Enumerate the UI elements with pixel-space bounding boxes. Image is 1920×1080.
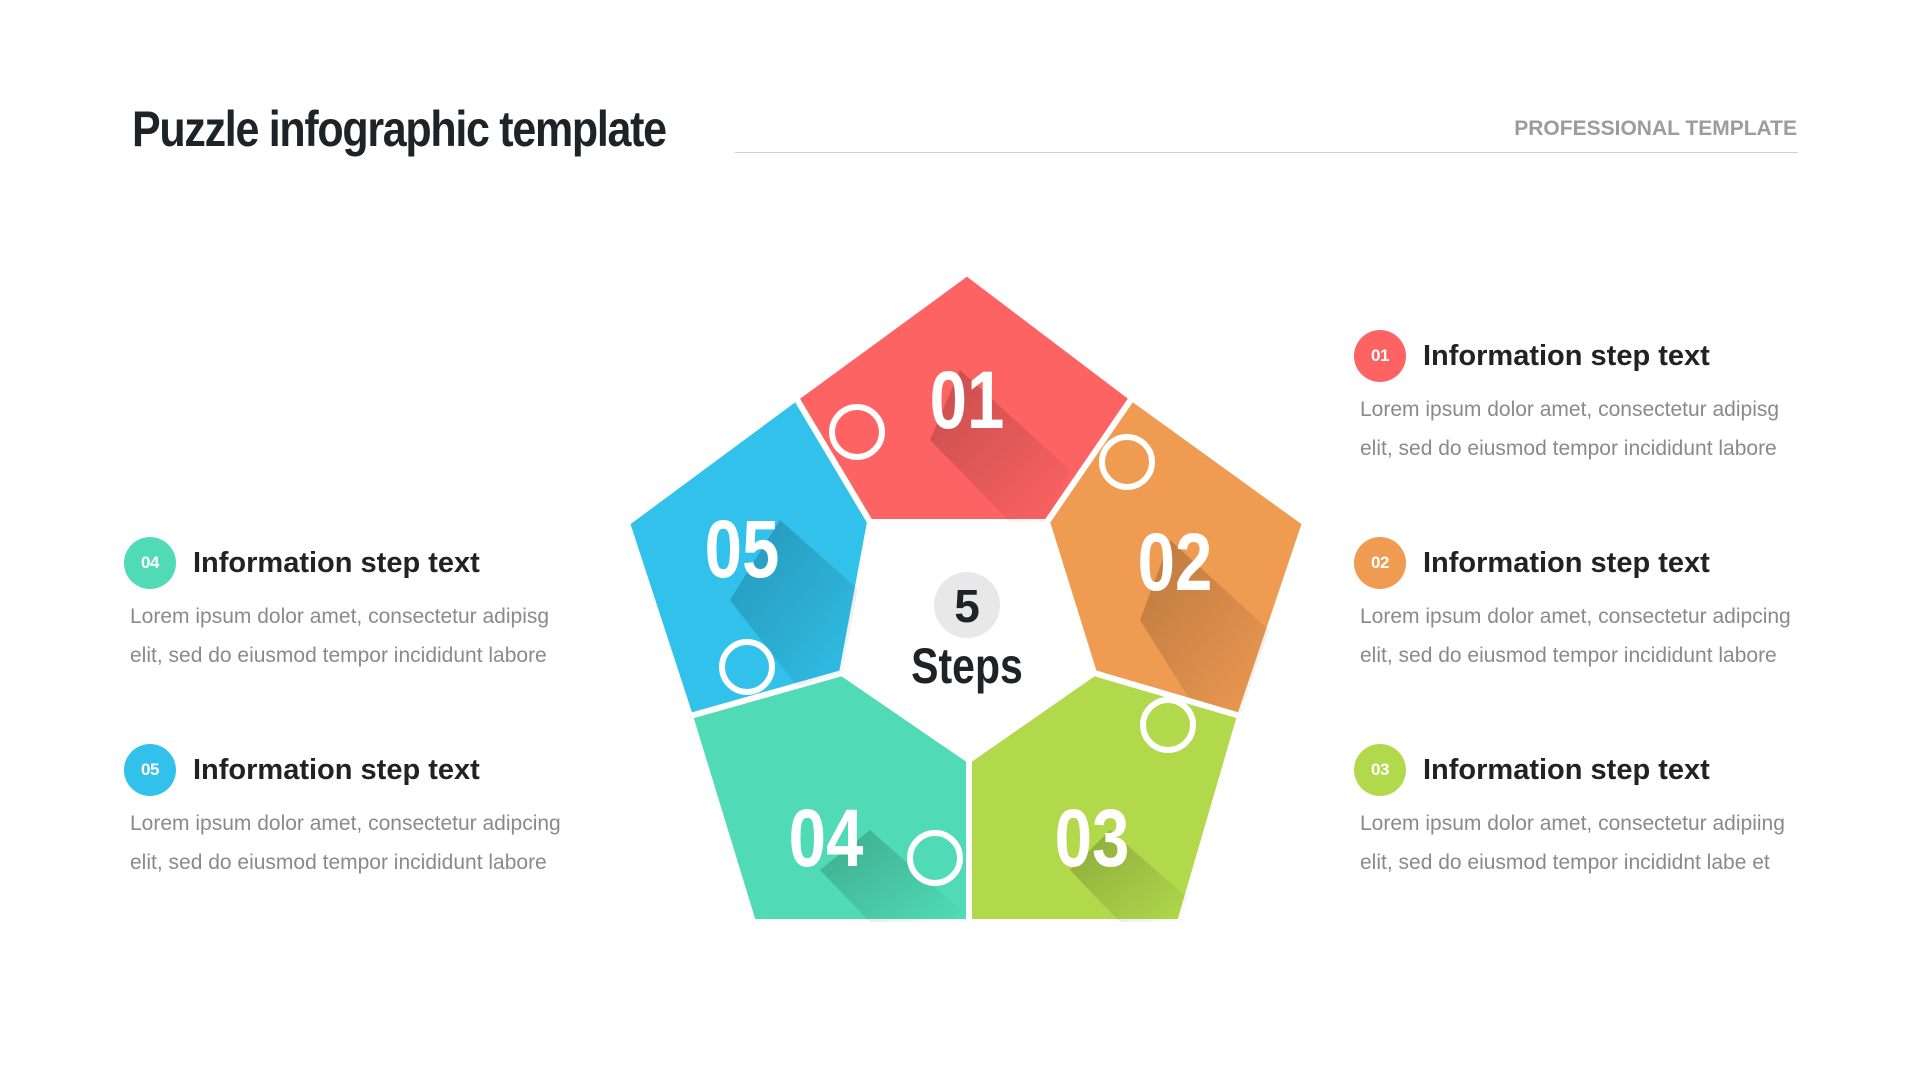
step-04-title: Information step text [193,546,480,579]
puzzle-piece-05: 05 [624,395,873,719]
step-01-description: Lorem ipsum dolor amet, consectetur adip… [1360,390,1855,468]
puzzle-knob-02-01 [1099,434,1155,490]
step-04-badge: 04 [124,537,176,589]
puzzle-piece-05-shadow [730,520,870,690]
step-01-line-1: Lorem ipsum dolor amet, consectetur adip… [1360,398,1780,421]
step-05-info: 05 Information step text Lorem ipsum dol… [124,744,624,882]
center-number-circle [934,572,1000,638]
step-05-line-2: elit, sed do eiusmod tempor incididunt l… [130,851,547,874]
puzzle-knob-04-03 [907,830,963,886]
step-03-description: Lorem ipsum dolor amet, consectetur adip… [1360,804,1855,882]
puzzle-piece-01-shadow [930,370,1070,522]
step-05-badge: 05 [124,744,176,796]
step-04-line-2: elit, sed do eiusmod tempor incididunt l… [130,644,547,667]
step-02-title: Information step text [1423,546,1710,579]
step-04-description: Lorem ipsum dolor amet, consectetur adip… [130,597,625,675]
puzzle-piece-01-number: 01 [930,354,1005,446]
step-03-line-2: elit, sed do eiusmod tempor incididnt la… [1360,851,1770,874]
step-01-info: 01 Information step text Lorem ipsum dol… [1354,330,1854,468]
step-02-line-2: elit, sed do eiusmod tempor incididunt l… [1360,644,1777,667]
center-number: 5 [954,580,980,632]
step-05-line-1: Lorem ipsum dolor amet, consectetur adip… [130,812,561,835]
page-title: Puzzle infographic template [132,101,667,157]
step-04-info: 04 Information step text Lorem ipsum dol… [124,537,624,675]
puzzle-piece-03-number: 03 [1055,792,1130,884]
puzzle-piece-03-shadow [1070,830,1190,922]
step-01-badge: 01 [1354,330,1406,382]
puzzle-knob-01-05 [829,404,885,460]
puzzle-piece-05-number: 05 [705,503,780,595]
page-subtitle: PROFESSIONAL TEMPLATE [1514,117,1797,140]
puzzle-knob-03-02 [1140,697,1196,753]
step-05-title: Information step text [193,753,480,786]
puzzle-piece-03: 03 [966,670,1243,925]
step-02-badge: 02 [1354,537,1406,589]
step-05-description: Lorem ipsum dolor amet, consectetur adip… [130,804,625,882]
step-03-line-1: Lorem ipsum dolor amet, consectetur adip… [1360,812,1785,835]
center-label: 5 Steps [911,572,1023,694]
puzzle-piece-02-shadow [1140,540,1280,716]
step-03-badge: 03 [1354,744,1406,796]
title-divider [735,152,1798,153]
puzzle-piece-01: 01 [793,270,1135,525]
step-01-line-2: elit, sed do eiusmod tempor incididunt l… [1360,437,1777,460]
center-steps-label: Steps [911,638,1023,694]
puzzle-piece-04: 04 [687,670,972,925]
puzzle-piece-02-number: 02 [1138,516,1213,608]
puzzle-piece-04-number: 04 [789,792,864,884]
step-04-line-1: Lorem ipsum dolor amet, consectetur adip… [130,605,550,628]
step-03-title: Information step text [1423,753,1710,786]
step-01-title: Information step text [1423,339,1710,372]
step-03-info: 03 Information step text Lorem ipsum dol… [1354,744,1854,882]
step-02-info: 02 Information step text Lorem ipsum dol… [1354,537,1854,675]
step-02-line-1: Lorem ipsum dolor amet, consectetur adip… [1360,605,1791,628]
step-02-description: Lorem ipsum dolor amet, consectetur adip… [1360,597,1855,675]
puzzle-piece-04-shadow [820,830,960,922]
puzzle-knob-05-04 [719,639,775,695]
